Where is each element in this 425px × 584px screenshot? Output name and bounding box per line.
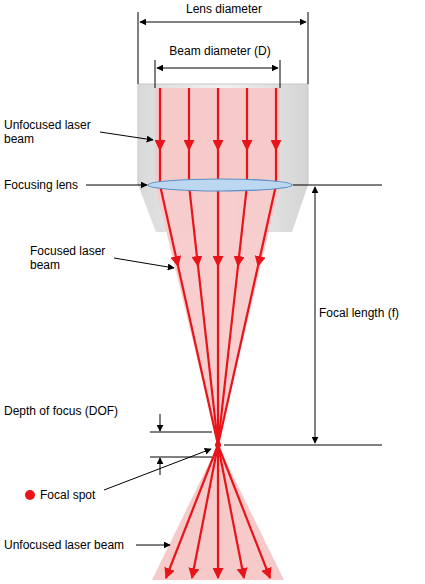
callout-label: Focal spot — [40, 488, 106, 502]
focused-beam-cone — [155, 185, 280, 445]
dimension-lines — [138, 12, 382, 475]
callout-label: Focused laser beam — [30, 244, 114, 272]
focal-point — [215, 442, 221, 448]
dimension-label: Lens diameter — [160, 2, 288, 16]
dimension-label: Depth of focus (DOF) — [4, 404, 148, 418]
dimension-label: Focal length (f) — [319, 306, 421, 320]
beam-rays — [160, 88, 276, 578]
diverging-beam-cone — [152, 445, 284, 580]
focal-spot-marker — [25, 490, 35, 500]
leader-arrows — [86, 132, 211, 545]
unfocused-beam — [155, 88, 280, 185]
callout-label: Unfocused laser beam — [4, 538, 136, 552]
lens-housing — [138, 84, 308, 185]
focusing-lens — [148, 179, 292, 191]
dimension-label: Beam diameter (D) — [158, 44, 282, 58]
callout-label: Focusing lens — [4, 178, 88, 192]
callout-label: Unfocused laser beam — [4, 118, 98, 146]
